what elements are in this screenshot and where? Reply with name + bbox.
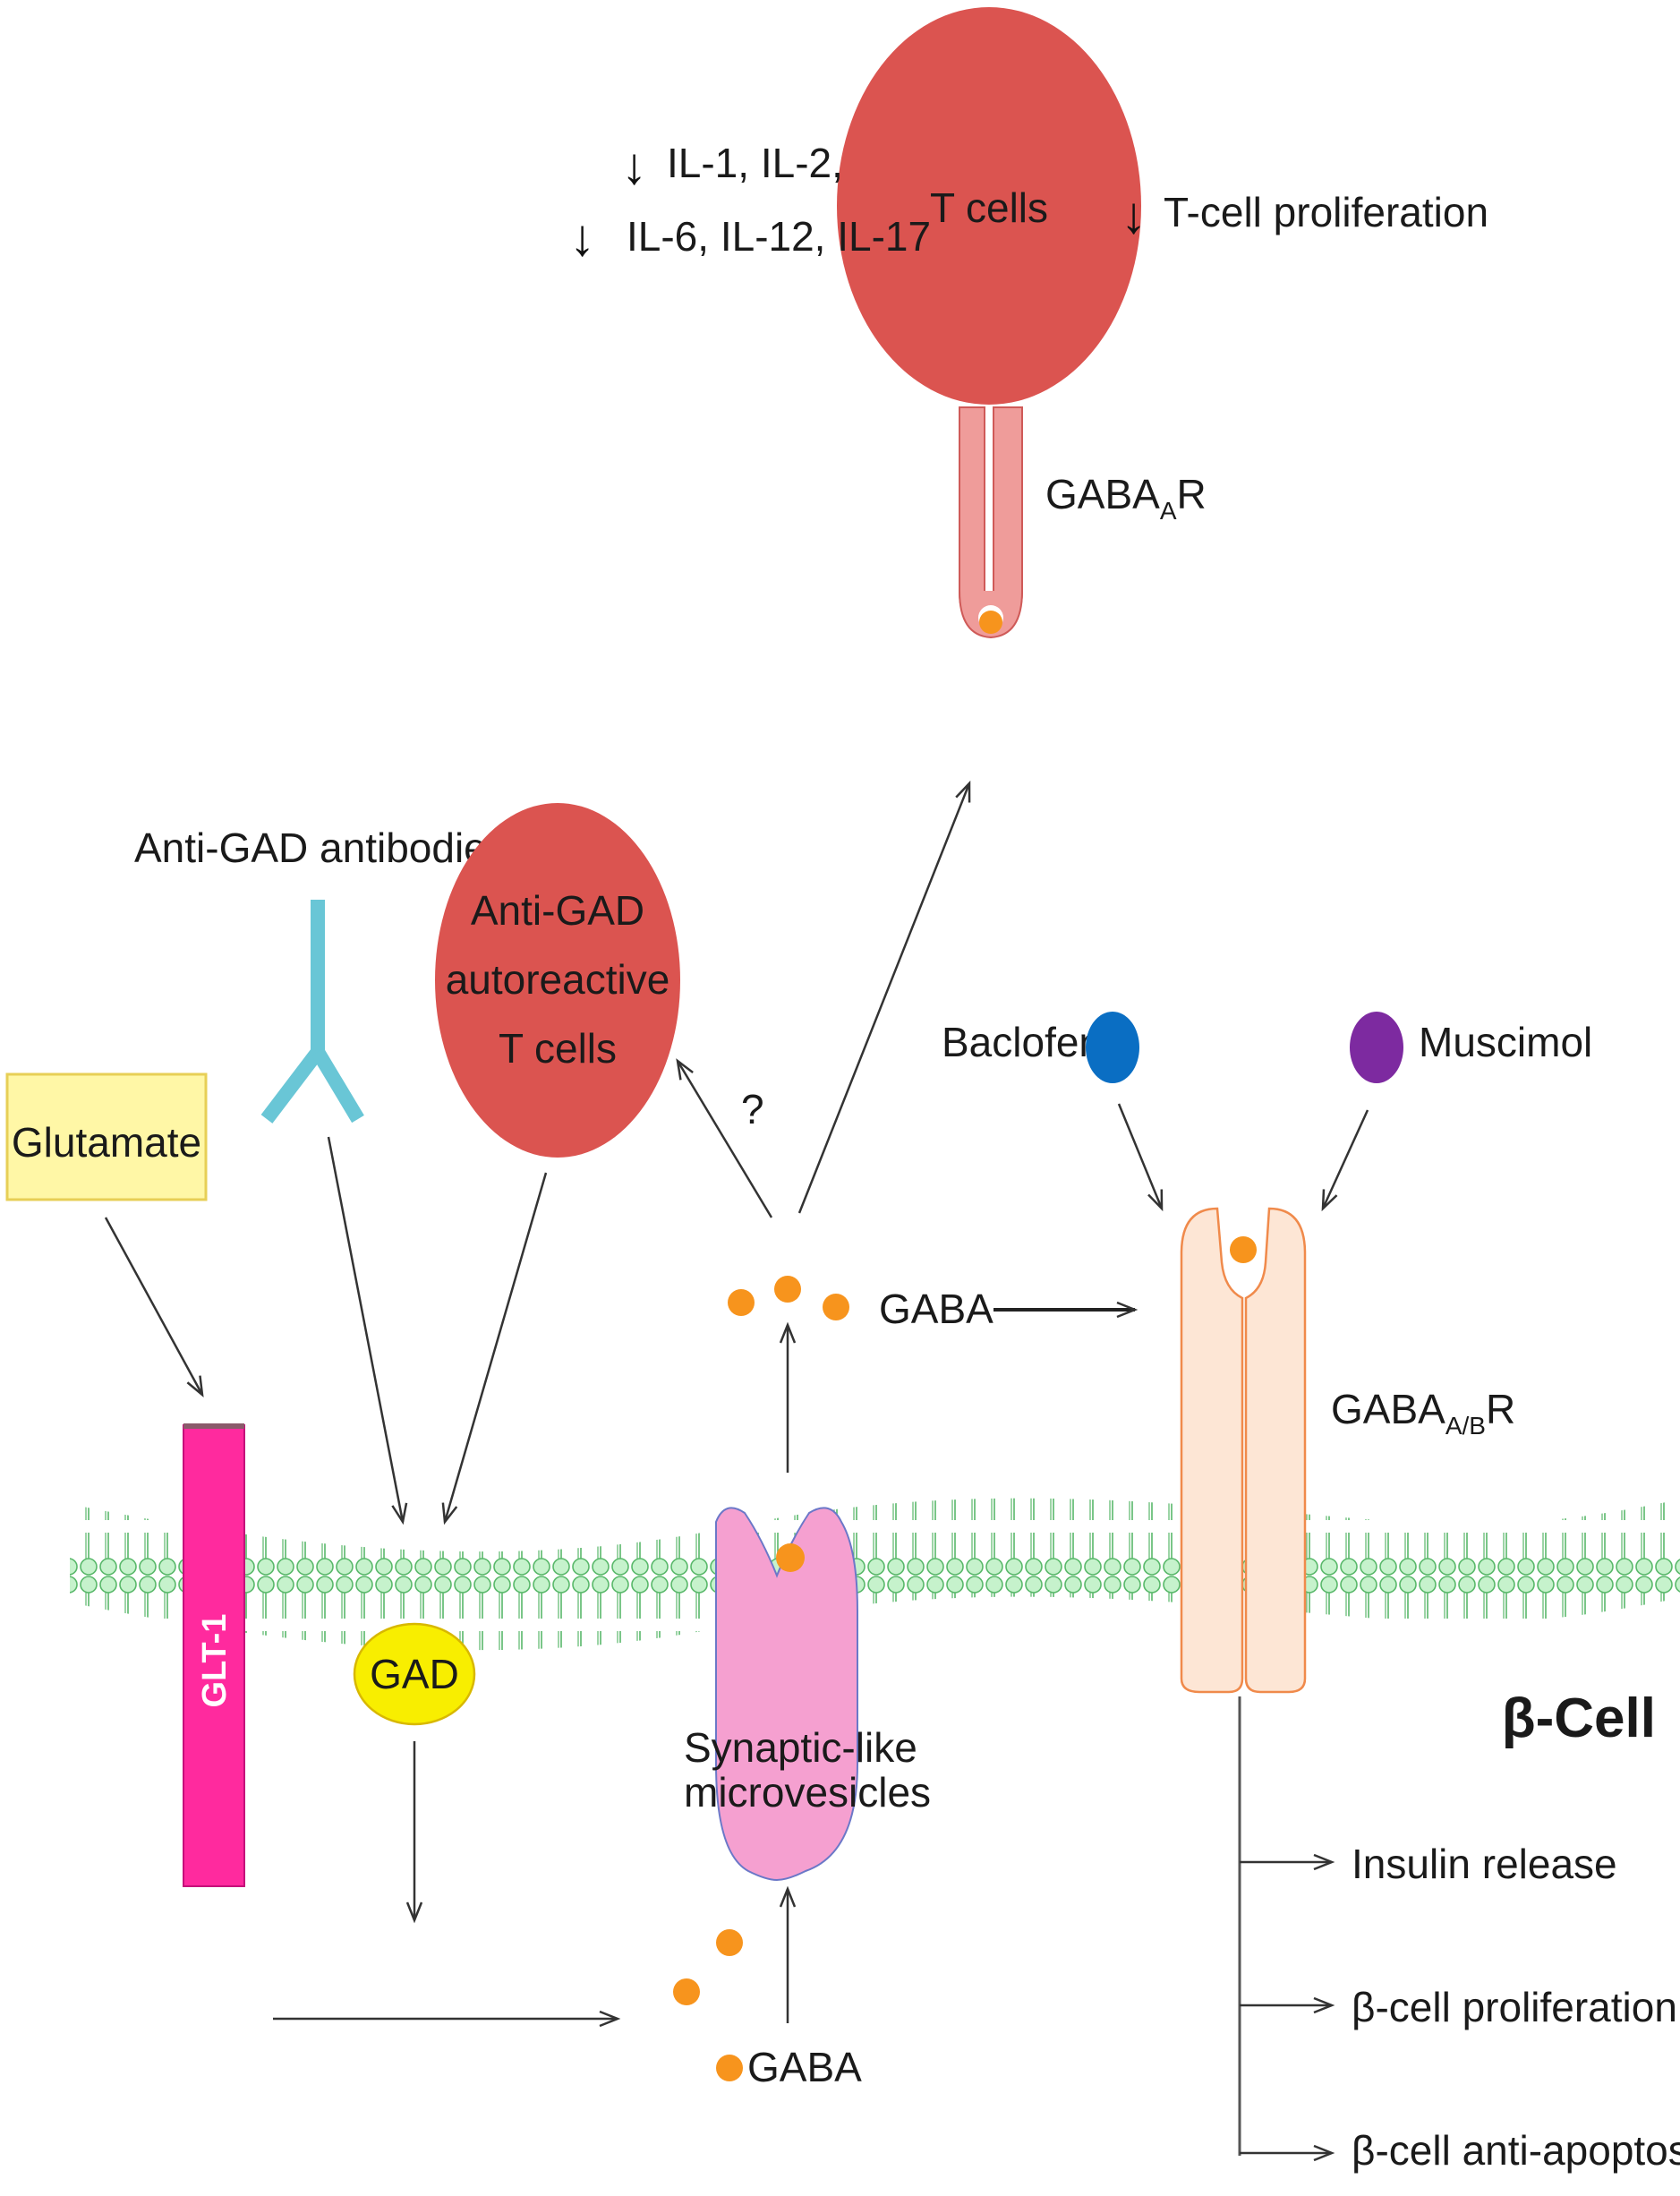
glt1-label: GLT-1 <box>196 1614 234 1708</box>
arrow-glutamate-to-glt1 <box>104 1217 204 1397</box>
glutamate-box: Glutamate <box>5 1072 208 1201</box>
glutamate-label: Glutamate <box>12 1119 201 1166</box>
gaba-dot <box>728 1289 755 1316</box>
cytokines-line-1: IL-1, IL-2, <box>667 140 843 186</box>
pathway-arrows <box>104 780 1369 2162</box>
gaba-dot <box>774 1276 801 1303</box>
gaba-a-receptor-label: GABAAR <box>1045 471 1207 525</box>
gaba-dot <box>716 2055 743 2081</box>
arrow-gaba-to-autoreactive <box>676 1058 773 1218</box>
down-arrow-icon: ↓ <box>621 137 647 195</box>
tcell-proliferation-label: T-cell proliferation <box>1164 189 1488 235</box>
autoreactive-t-cell-body <box>435 803 680 1158</box>
receptor-subunit-left <box>1180 1207 1244 1694</box>
arrow-gaba-to-tcells <box>797 780 971 1214</box>
t-cell: T cells <box>837 7 1141 405</box>
receptor-subunit-right <box>1244 1207 1307 1694</box>
beta-proliferation-label: β-cell proliferation <box>1352 1984 1677 2030</box>
gaba-bound-dot <box>979 611 1002 634</box>
gad-enzyme: GAD <box>353 1622 476 1726</box>
gaba-cytoplasm-dots <box>673 1929 743 2081</box>
t-cell-gaba-a-receptor <box>959 406 1023 639</box>
gaba-bound-dot <box>1230 1236 1257 1263</box>
beta-cell-gaba-ab-receptor <box>1180 1207 1307 1694</box>
autoreactive-label-line1: Anti-GAD <box>471 887 644 934</box>
gaba-cytoplasm-label: GABA <box>747 2044 862 2090</box>
muscimol-dot <box>1350 1012 1403 1083</box>
vesicle-label-line2: microvesicles <box>684 1769 931 1816</box>
cytokines-line-2: IL-6, IL-12, IL-17 <box>627 213 931 260</box>
gaba-dot <box>776 1543 805 1572</box>
question-mark: ? <box>741 1086 764 1132</box>
anti-gad-antibodies-label: Anti-GAD antibodies <box>134 825 507 871</box>
autoreactive-t-cell: Anti-GAD autoreactive T cells <box>435 803 680 1158</box>
autoreactive-label-line2: autoreactive <box>446 956 670 1003</box>
beta-cell-label: β-Cell <box>1502 1688 1656 1749</box>
synaptic-microvesicle <box>715 1507 858 1882</box>
gaba-secreted-dots <box>728 1276 849 1320</box>
down-arrow-icon: ↓ <box>569 209 595 267</box>
arrow-antibodies-to-gad <box>327 1136 408 1525</box>
gaba-secreted-label: GABA <box>879 1286 994 1332</box>
cell-membrane <box>70 1498 1680 1651</box>
baclofen-dot <box>1086 1012 1139 1083</box>
arrow-autoreactive-to-gad <box>441 1172 548 1525</box>
down-arrow-icon: ↓ <box>1121 186 1147 244</box>
insulin-release-label: Insulin release <box>1352 1841 1617 1887</box>
gaba-ab-receptor-label: GABAA/BR <box>1331 1386 1515 1440</box>
glt1-transporter: GLT-1 <box>183 1423 245 1887</box>
arrow-baclofen-to-receptor <box>1117 1103 1164 1212</box>
antibody-icon <box>260 900 364 1124</box>
muscimol-label: Muscimol <box>1419 1019 1592 1065</box>
gaba-dot <box>823 1294 849 1320</box>
autoreactive-label-line3: T cells <box>499 1025 617 1072</box>
gaba-dot <box>673 1978 700 2005</box>
t-cell-body <box>837 7 1141 405</box>
vesicle-label-line1: Synaptic-like <box>684 1724 917 1771</box>
beta-anti-apoptosis-label: β-cell anti-apoptosis <box>1352 2127 1680 2174</box>
baclofen-label: Baclofen <box>942 1019 1102 1065</box>
gaba-dot <box>716 1929 743 1956</box>
arrow-muscimol-to-receptor <box>1321 1109 1369 1212</box>
gad-label: GAD <box>370 1651 459 1697</box>
t-cell-label: T cells <box>930 184 1048 231</box>
